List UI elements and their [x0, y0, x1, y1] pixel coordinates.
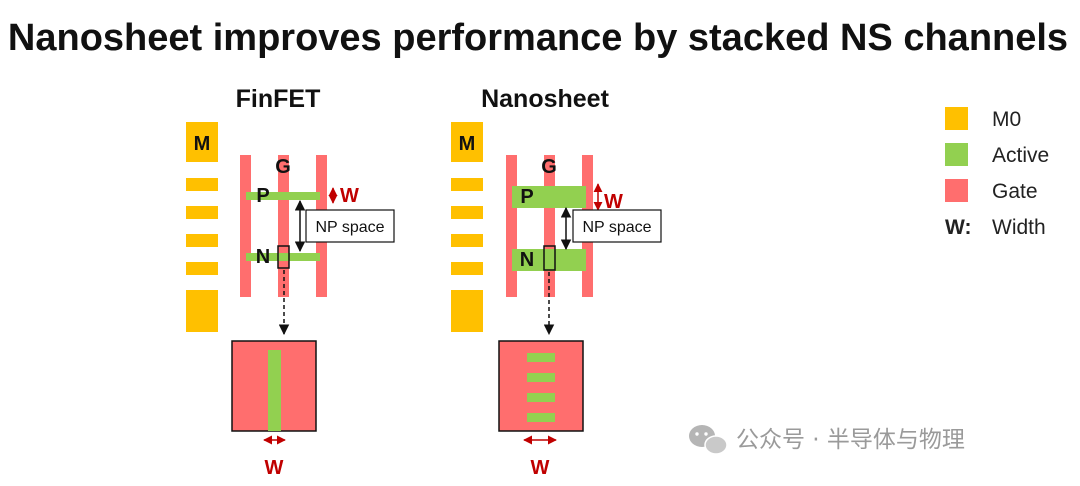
nanosheet-width-label: W: [604, 191, 623, 213]
finfet-gate-left: [240, 155, 251, 297]
finfet-p-fin: [246, 192, 320, 200]
finfet-n-fin: [246, 253, 320, 261]
nanosheet-gate-middle: [544, 155, 555, 297]
nanosheet-m0-track: [451, 178, 483, 191]
legend-swatch-active: [945, 143, 968, 166]
legend-symbol-width: W:: [945, 216, 971, 239]
nanosheet-m0-track: [451, 262, 483, 275]
finfet-gate-label: G: [275, 156, 291, 178]
nanosheet-np-space-box: [572, 209, 662, 243]
nanosheet-cross-section-sheet: [527, 413, 555, 422]
finfet-diagram: FinFET M G P N W NP space: [186, 85, 395, 479]
nanosheet-m0-column: M: [451, 122, 483, 332]
nanosheet-heading: Nanosheet: [481, 85, 609, 113]
legend-label-gate: Gate: [992, 180, 1038, 203]
nanosheet-m0-track: [451, 206, 483, 219]
finfet-np-space-box: [305, 209, 395, 243]
legend: M0 Active Gate W: Width: [945, 107, 1049, 239]
legend-swatch-gate: [945, 179, 968, 202]
nanosheet-diagram: Nanosheet M G P N W NP space: [451, 85, 662, 479]
nanosheet-n-label: N: [520, 249, 534, 271]
finfet-m0-column: M: [186, 122, 218, 332]
finfet-m0-bottom-block: [186, 290, 218, 332]
finfet-m0-track: [186, 178, 218, 191]
finfet-n-label: N: [256, 246, 270, 268]
finfet-cross-section-fin: [268, 350, 281, 431]
nanosheet-cross-section-sheet: [527, 373, 555, 382]
legend-swatch-m0: [945, 107, 968, 130]
finfet-m0-track: [186, 234, 218, 247]
slide-title: Nanosheet improves performance by stacke…: [8, 17, 1068, 59]
watermark-text: 公众号 · 半导体与物理: [736, 427, 965, 453]
nanosheet-gate-label: G: [541, 156, 557, 178]
finfet-bottom-width-label: W: [265, 457, 284, 479]
finfet-heading: FinFET: [236, 85, 321, 113]
finfet-n-highlight: [277, 245, 290, 269]
finfet-gate-middle: [278, 155, 289, 297]
nanosheet-m0-top-block: [451, 122, 483, 162]
finfet-width-label: W: [340, 185, 359, 207]
legend-label-width: Width: [992, 216, 1046, 239]
nanosheet-m0-label: M: [459, 133, 476, 155]
nanosheet-n-active: [512, 249, 586, 271]
watermark: 公众号 · 半导体与物理: [689, 425, 965, 455]
nanosheet-n-highlight: [543, 245, 556, 271]
wechat-icon: [689, 425, 728, 455]
finfet-np-space-label: NP space: [315, 219, 384, 236]
nanosheet-cross-section-sheet: [527, 353, 555, 362]
legend-label-m0: M0: [992, 108, 1021, 131]
finfet-m0-track: [186, 262, 218, 275]
finfet-m0-top-block: [186, 122, 218, 162]
finfet-p-label: P: [256, 185, 269, 207]
nanosheet-p-label: P: [520, 186, 533, 208]
finfet-m0-label: M: [194, 133, 211, 155]
nanosheet-m0-bottom-block: [451, 290, 483, 332]
nanosheet-cross-section-sheet: [527, 393, 555, 402]
nanosheet-np-space-label: NP space: [582, 219, 651, 236]
nanosheet-cross-section-sheets: [527, 353, 555, 422]
finfet-m0-track: [186, 206, 218, 219]
nanosheet-bottom-width-label: W: [531, 457, 550, 479]
nanosheet-m0-track: [451, 234, 483, 247]
nanosheet-gate-left: [506, 155, 517, 297]
legend-label-active: Active: [992, 144, 1049, 167]
nanosheet-p-active: [512, 186, 586, 208]
